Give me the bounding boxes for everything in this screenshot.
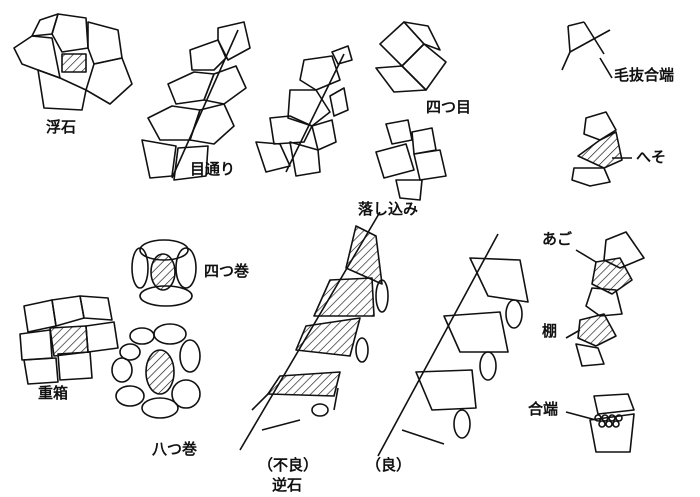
aiba-figure [565, 393, 635, 453]
yatsumaki-figure [111, 323, 201, 419]
label-ukiishi: 浮石 [46, 118, 77, 136]
label-sakaishi: 逆石 [272, 476, 303, 494]
kenuki-figure [561, 21, 613, 79]
label-ryo: （良） [366, 456, 412, 474]
label-yotsume: 四つ目 [426, 98, 472, 116]
yotsumaki-figure [131, 239, 197, 307]
label-yatsumaki: 八つ巻 [152, 440, 198, 458]
medori-figure-2 [255, 45, 353, 177]
sakaishi-wall [239, 211, 389, 451]
ago-tana-figure [565, 231, 645, 367]
ukiishi-figure [13, 13, 133, 111]
label-otoshikomi: 落し込み [358, 200, 419, 218]
label-jubako: 重箱 [38, 384, 69, 402]
label-furyo: （不良） [258, 456, 319, 474]
label-medori: 目通り [190, 160, 236, 178]
yotsume-figure [375, 21, 447, 93]
label-yotsumaki: 四つ巻 [204, 262, 250, 280]
heso-figure [571, 111, 632, 187]
label-aiba: 合端 [528, 400, 559, 418]
label-heso: へそ [636, 148, 667, 166]
good-wall [377, 233, 529, 457]
label-kenuki: 毛抜合端 [614, 66, 675, 84]
otoshikomi-figure [375, 119, 447, 201]
jubako-figure [19, 295, 119, 385]
label-ago: あご [542, 230, 573, 248]
medori-figure-1 [141, 21, 251, 181]
label-tana: 棚 [542, 322, 558, 340]
